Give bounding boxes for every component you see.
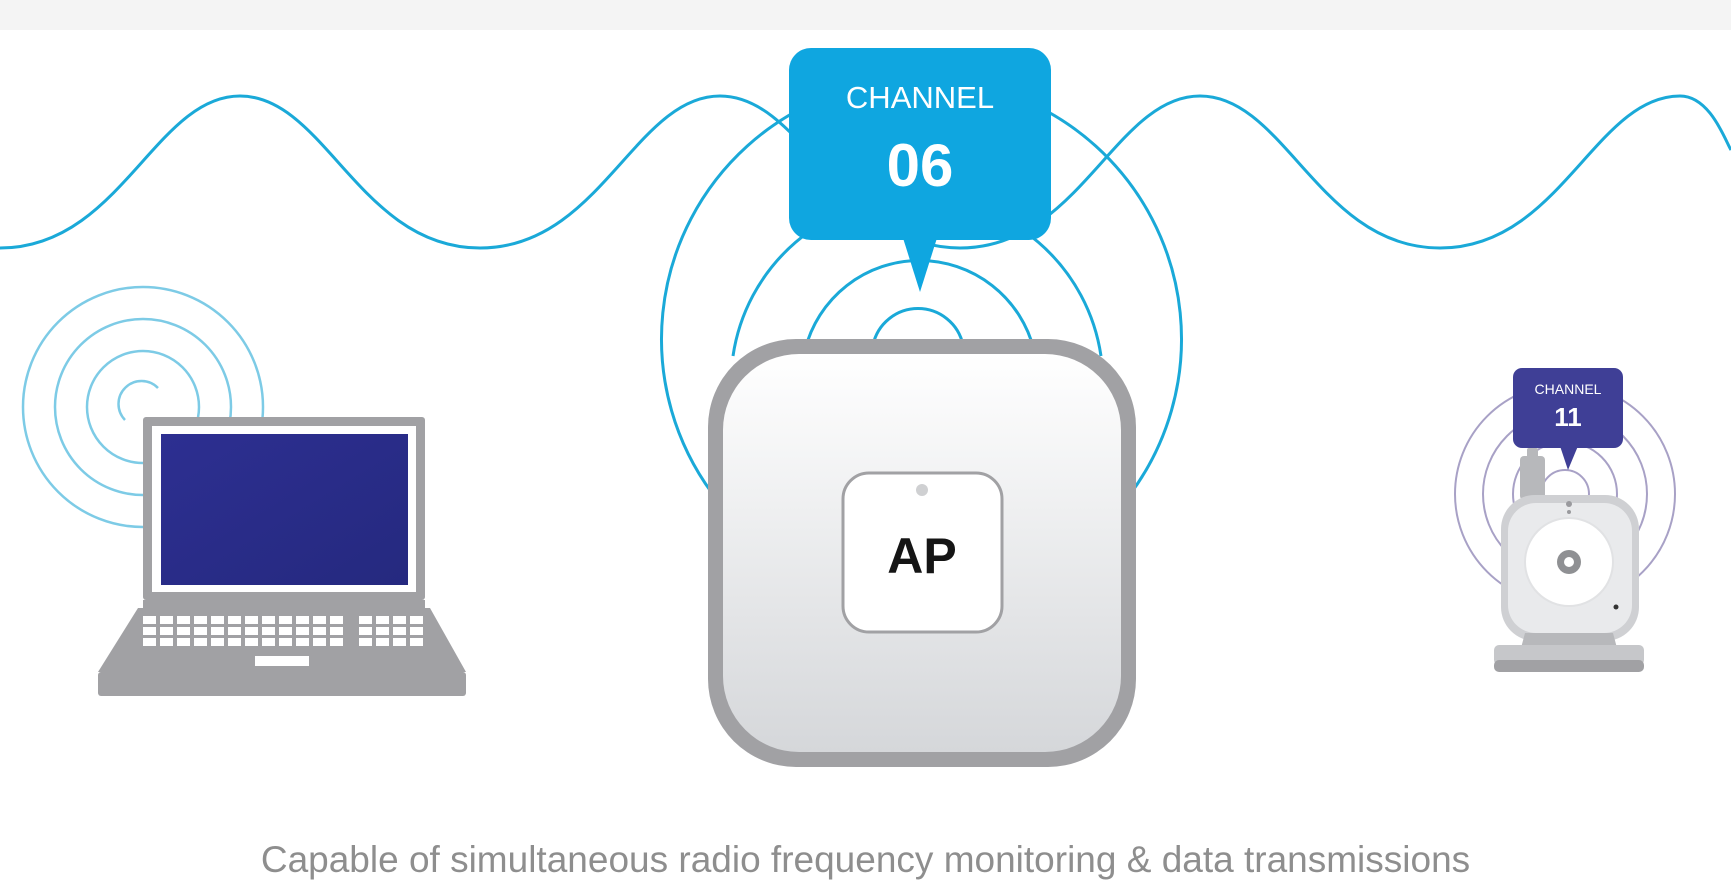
camera-channel-bubble: CHANNEL 11 <box>1513 368 1623 470</box>
camera-icon <box>1494 448 1644 672</box>
keyboard-key <box>279 627 292 635</box>
camera-channel-label: CHANNEL <box>1535 381 1602 397</box>
keyboard-key <box>262 638 275 646</box>
keyboard-key <box>245 627 258 635</box>
keyboard-key <box>160 638 173 646</box>
keyboard-key <box>330 616 343 624</box>
keyboard-key <box>376 616 389 624</box>
keyboard-key <box>245 616 258 624</box>
top-fade <box>0 0 1731 30</box>
keyboard-key <box>245 638 258 646</box>
keyboard-key <box>393 616 406 624</box>
ap-label: AP <box>887 528 956 584</box>
keyboard-key <box>228 616 241 624</box>
keyboard-key <box>376 627 389 635</box>
keyboard-key <box>359 627 372 635</box>
access-point-icon <box>708 339 1136 767</box>
keyboard-key <box>410 627 423 635</box>
keyboard-key <box>143 627 156 635</box>
keyboard-key <box>228 638 241 646</box>
keyboard-key <box>359 638 372 646</box>
keyboard-key <box>177 627 190 635</box>
keyboard-key <box>194 627 207 635</box>
keyboard-key <box>393 627 406 635</box>
keyboard-key <box>177 638 190 646</box>
keyboard-key <box>177 616 190 624</box>
ap-channel-number: 06 <box>887 132 954 199</box>
keyboard-key <box>410 616 423 624</box>
keyboard-key <box>376 638 389 646</box>
keyboard-key <box>211 616 224 624</box>
keyboard-key <box>279 638 292 646</box>
keyboard-key <box>410 638 423 646</box>
keyboard-key <box>359 616 372 624</box>
keyboard-key <box>143 616 156 624</box>
ap-channel-label: CHANNEL <box>846 80 994 115</box>
keyboard-key <box>160 627 173 635</box>
keyboard-key <box>211 638 224 646</box>
keyboard-key <box>393 638 406 646</box>
camera-channel-number: 11 <box>1554 402 1582 432</box>
keyboard-key <box>296 638 309 646</box>
laptop-icon <box>98 417 466 696</box>
keyboard-key <box>313 638 326 646</box>
keyboard-key <box>296 627 309 635</box>
keyboard-key <box>313 627 326 635</box>
keyboard-key <box>330 638 343 646</box>
keyboard-key <box>262 627 275 635</box>
keyboard-key <box>228 627 241 635</box>
keyboard-key <box>313 616 326 624</box>
keyboard-key <box>211 627 224 635</box>
keyboard-key <box>160 616 173 624</box>
keyboard-key <box>194 638 207 646</box>
keyboard-key <box>279 616 292 624</box>
keyboard-key <box>296 616 309 624</box>
caption: Capable of simultaneous radio frequency … <box>260 839 1471 880</box>
ap-channel-bubble: CHANNEL 06 <box>789 48 1051 292</box>
keyboard-key <box>143 638 156 646</box>
keyboard-key <box>262 616 275 624</box>
keyboard-key <box>194 616 207 624</box>
keyboard-key <box>330 627 343 635</box>
